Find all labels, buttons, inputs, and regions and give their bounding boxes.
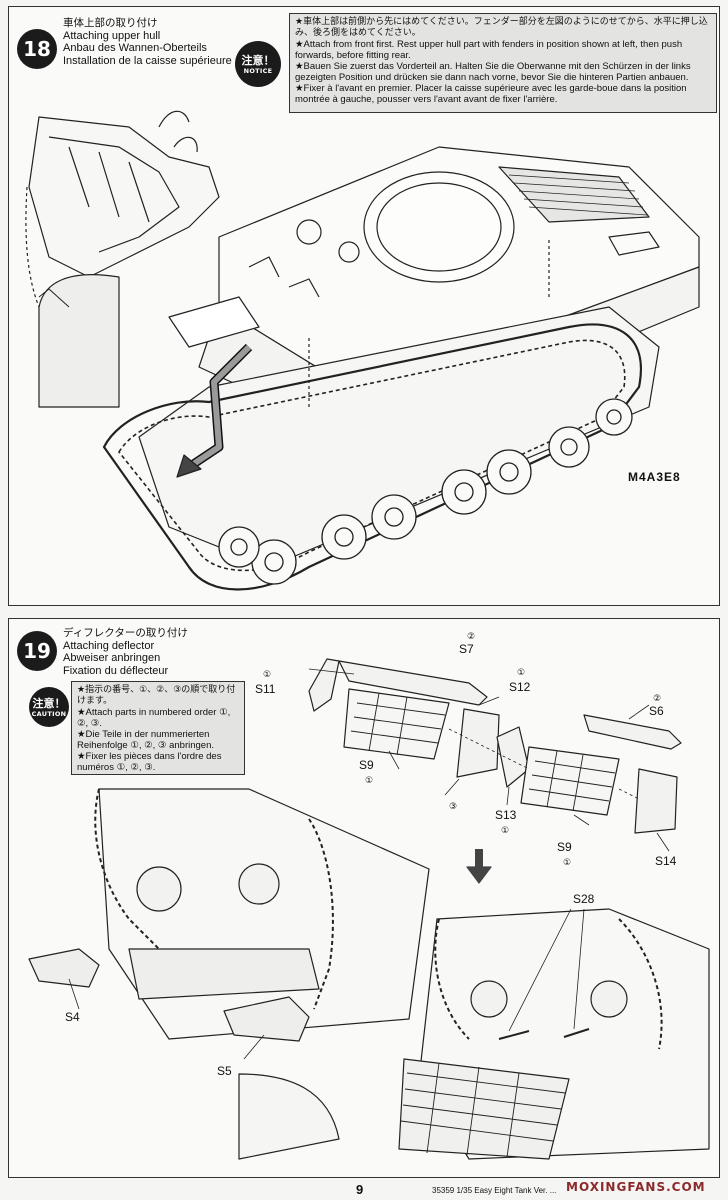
step-titles: 車体上部の取り付け Attaching upper hull Anbau des… bbox=[63, 17, 233, 67]
step-titles: ディフレクターの取り付け Attaching deflector Abweise… bbox=[63, 627, 263, 677]
caution-label-ja: 注意！ bbox=[32, 696, 66, 710]
note-english: ★Attach from front first. Rest upper hul… bbox=[295, 39, 683, 61]
note-french: ★Fixer les pièces dans l'ordre des numér… bbox=[77, 751, 222, 773]
main-hull-drawing bbox=[102, 146, 700, 591]
title-french: Fixation du déflecteur bbox=[63, 664, 169, 677]
note-german: ★Die Teile in der nummerierten Reihenfol… bbox=[77, 729, 214, 751]
caution-text-box: ★指示の番号、①、②、③の順で取り付けます。 ★Attach parts in … bbox=[71, 681, 245, 775]
part-label-s14: S14 bbox=[655, 854, 677, 868]
page-number: 9 bbox=[356, 1182, 364, 1197]
part-label-s28: S28 bbox=[573, 892, 595, 906]
seq-label-s12: ① bbox=[517, 668, 525, 678]
page-footer: 9 35359 1/35 Easy Eight Tank Ver. ... MO… bbox=[0, 1180, 728, 1200]
part-label-s5: S5 bbox=[217, 1064, 232, 1078]
note-english: ★Attach parts in numbered order ①, ②, ③. bbox=[77, 707, 231, 729]
rear-hull-drawing-left bbox=[28, 788, 430, 1160]
title-japanese: ディフレクターの取り付け bbox=[63, 627, 188, 639]
notice-label-en: NOTICE bbox=[243, 66, 273, 75]
part-label-s9-left: S9 bbox=[359, 758, 374, 772]
seq-label-s9-right: ① bbox=[563, 858, 571, 868]
title-german: Anbau des Wannen-Oberteils bbox=[63, 42, 207, 54]
note-japanese: ★車体上部は前側から先にはめてください。フェンダー部分を左図のようにのせてから、… bbox=[295, 17, 708, 38]
notice-label-ja: 注意！ bbox=[241, 53, 275, 67]
part-label-s7: S7 bbox=[459, 642, 474, 656]
seq-label-s7: ② bbox=[467, 632, 475, 642]
note-french: ★Fixer à l'avant en premier. Placer la c… bbox=[295, 83, 687, 105]
seq-label-s6: ② bbox=[653, 694, 661, 704]
note-german: ★Bauen Sie zuerst das Vorderteil an. Hal… bbox=[295, 61, 691, 83]
deflector-assembly-drawing: ② S7 ① S11 ① S12 ② S6 S9 ① ③ S13 ① S9 ① … bbox=[28, 632, 710, 1160]
caution-badge: 注意！ CAUTION bbox=[29, 687, 69, 727]
seq-label-s13: ① bbox=[501, 826, 509, 836]
step-number-badge: 18 bbox=[17, 29, 57, 69]
watermark: MOXINGFANS.COM bbox=[566, 1180, 706, 1194]
hull-assembly-drawing bbox=[25, 110, 700, 591]
brand-fragment: M4A3E8 bbox=[628, 470, 681, 484]
title-english: Attaching upper hull bbox=[63, 29, 161, 42]
caution-label-en: CAUTION bbox=[31, 709, 67, 718]
inset-detail-drawing bbox=[25, 110, 220, 408]
notice-text-box: ★車体上部は前側から先にはめてください。フェンダー部分を左図のようにのせてから、… bbox=[289, 13, 717, 113]
step-19-panel: 19 ディフレクターの取り付け Attaching deflector Abwe… bbox=[8, 618, 720, 1178]
title-english: Attaching deflector bbox=[63, 639, 155, 652]
title-german: Abweiser anbringen bbox=[63, 652, 161, 664]
part-label-s6: S6 bbox=[649, 704, 664, 718]
step-18-panel: 18 車体上部の取り付け Attaching upper hull Anbau … bbox=[8, 6, 720, 606]
part-label-s11: S11 bbox=[255, 682, 276, 696]
notice-badge: 注意！ NOTICE bbox=[235, 41, 281, 87]
note-japanese: ★指示の番号、①、②、③の順で取り付けます。 bbox=[77, 685, 236, 706]
seq-label-s9-left: ① bbox=[365, 776, 373, 786]
part-label-s9-right: S9 bbox=[557, 840, 572, 854]
seq-label-s11: ① bbox=[263, 670, 271, 680]
part-label-s13: S13 bbox=[495, 808, 517, 822]
title-japanese: 車体上部の取り付け bbox=[63, 17, 158, 29]
rear-hull-drawing-right bbox=[398, 908, 710, 1160]
part-label-s4: S4 bbox=[65, 1010, 80, 1024]
exploded-parts-drawing bbox=[308, 658, 682, 852]
part-label-s12: S12 bbox=[509, 680, 531, 694]
kit-info: 35359 1/35 Easy Eight Tank Ver. ... bbox=[432, 1186, 557, 1195]
step-number-badge: 19 bbox=[17, 631, 57, 671]
title-french: Installation de la caisse supérieure bbox=[63, 54, 232, 67]
seq-label-3: ③ bbox=[449, 802, 457, 812]
